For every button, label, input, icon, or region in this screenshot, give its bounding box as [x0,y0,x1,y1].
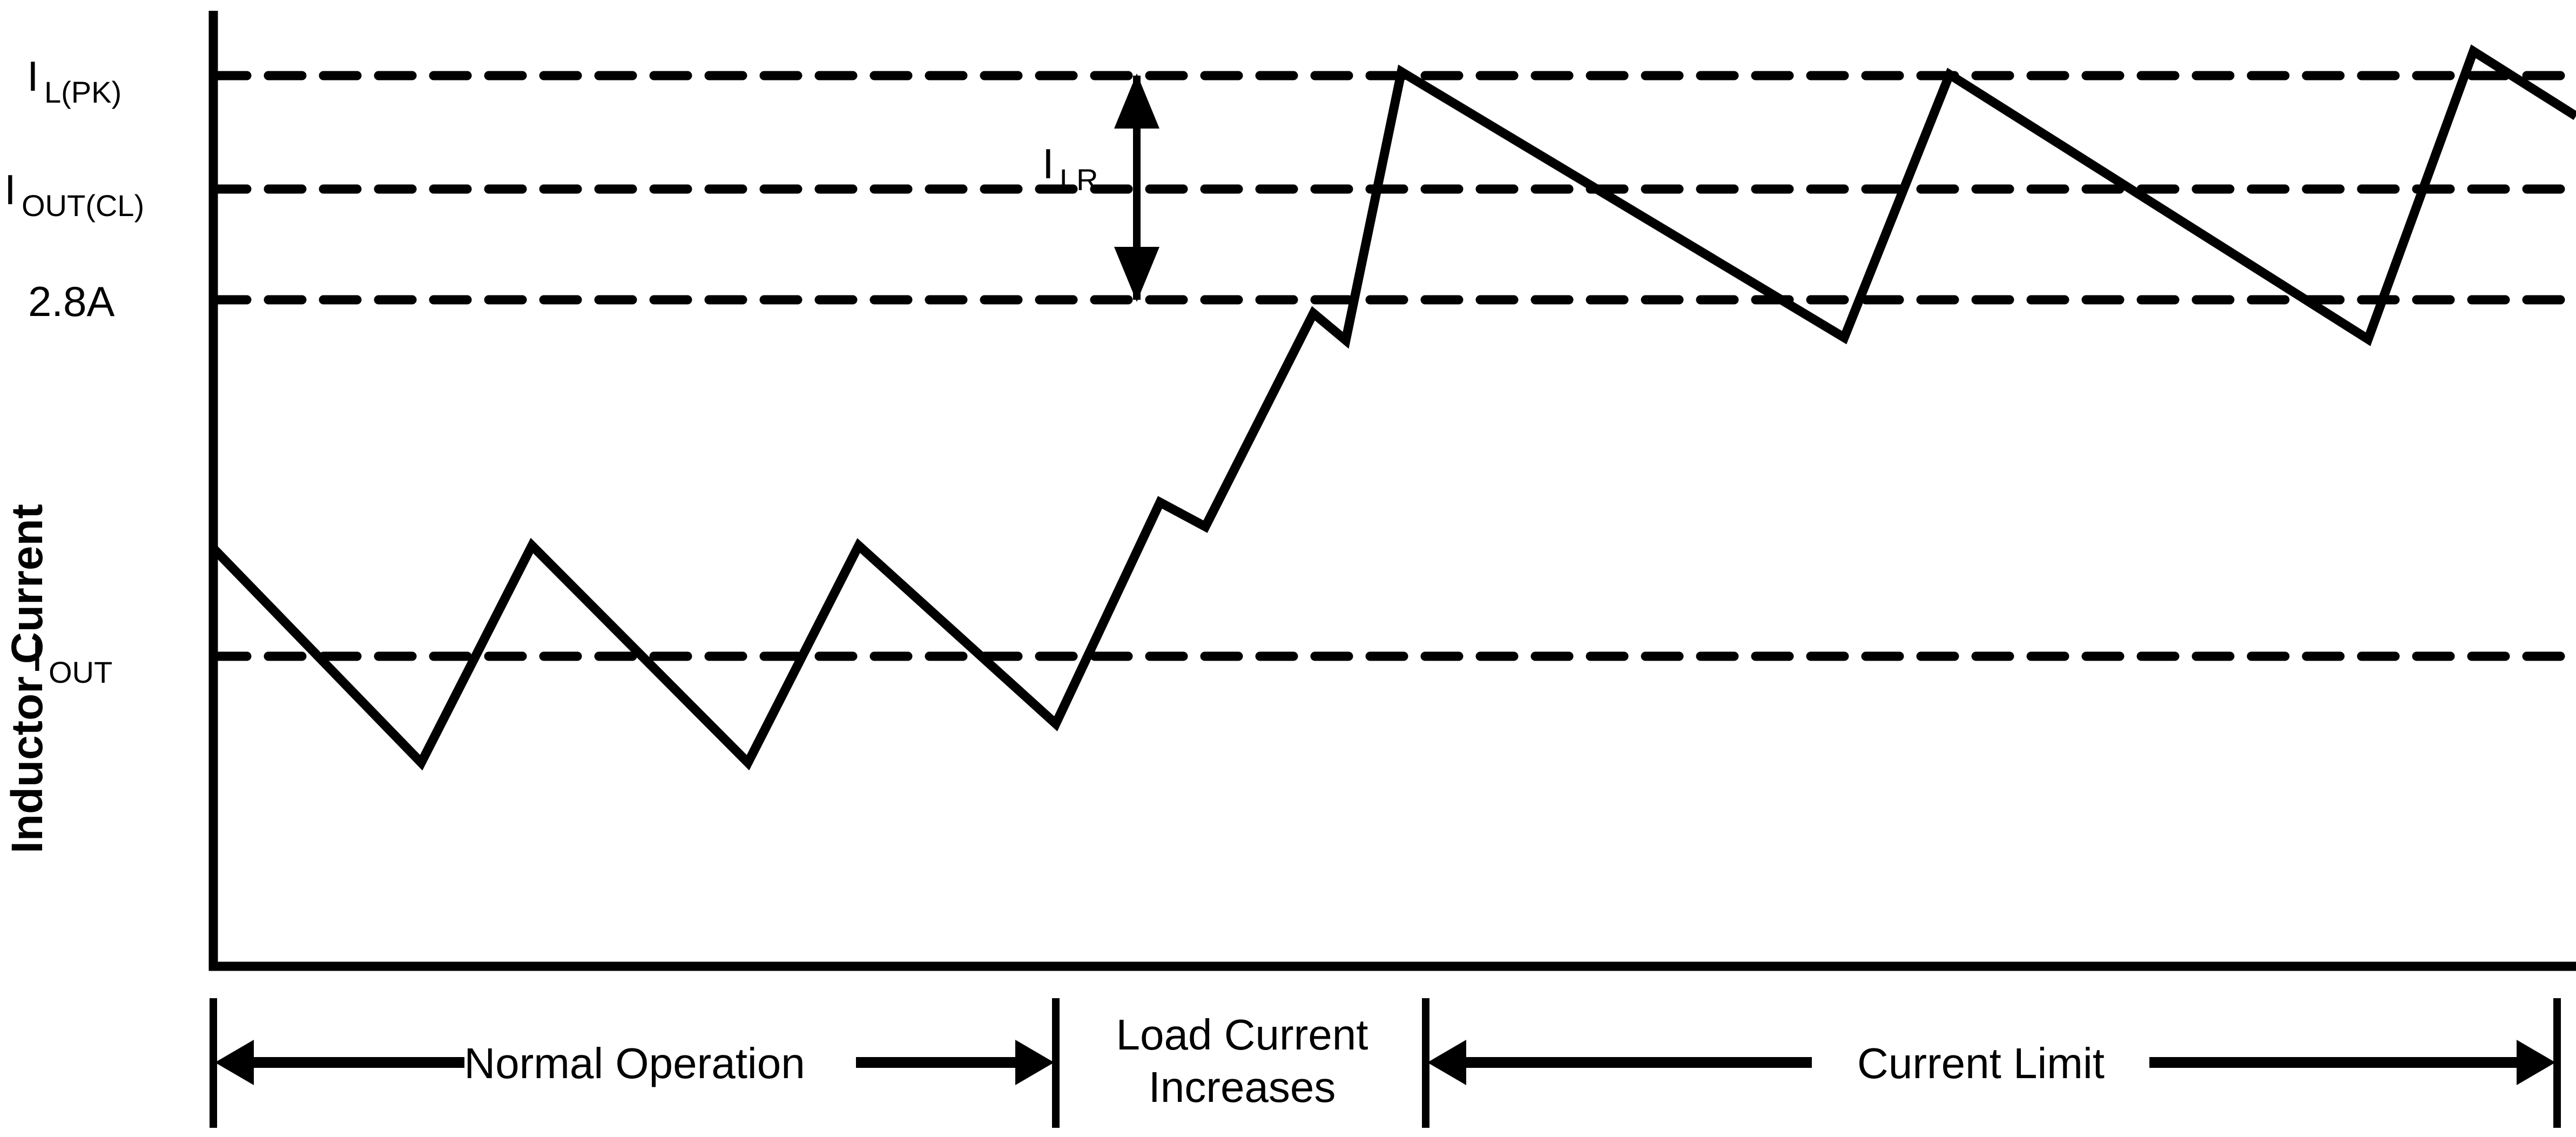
axes [208,11,2576,971]
label-il-pk-main: I [27,52,39,100]
current-limit-arrowhead-right [2517,1040,2555,1085]
label-iout-sub: OUT [49,655,112,689]
region-label-load-current-line2: Increases [1149,1063,1336,1111]
label-2p8a: 2.8A [28,278,114,325]
region-label-load-current-line1: Load Current [1116,1011,1368,1059]
label-ilr-main: I [1042,140,1054,187]
normal-operation-arrowhead-right [1015,1040,1054,1085]
region-label-current-limit: Current Limit [1857,1039,2105,1087]
region-current-limit: Current Limit [1427,1039,2555,1087]
label-iout-cl-sub: OUT(CL) [22,189,144,223]
region-normal-operation: Normal Operation [215,1039,1054,1087]
region-separators [210,998,2561,1128]
region-load-current-increases: Load Current Increases [1116,1011,1368,1111]
y-axis-labels: I L(PK) I OUT(CL) 2.8A I OUT [4,52,144,689]
label-iout-cl-main: I [4,166,16,213]
ilr-arrowhead-down [1114,247,1159,302]
region-label-normal-operation: Normal Operation [464,1039,805,1087]
label-il-pk-sub: L(PK) [44,75,122,109]
normal-operation-arrowhead-left [215,1040,254,1085]
current-limit-arrowhead-left [1427,1040,1466,1085]
threshold-lines [208,71,2576,661]
ilr-annotation: I LR [1042,73,1159,302]
label-ilr-sub: LR [1060,163,1098,197]
y-axis-title: Inductor Current [3,504,52,853]
ilr-arrowhead-up [1114,73,1159,129]
label-iout-main: I [31,633,43,680]
inductor-current-trace [210,44,2576,771]
